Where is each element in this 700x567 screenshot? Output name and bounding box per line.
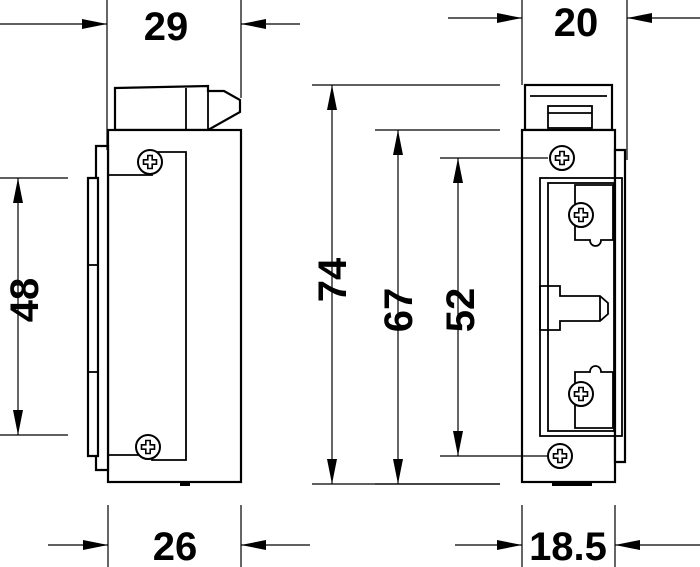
dimension-26: 26 [48, 505, 310, 567]
dim-label-20: 20 [554, 1, 599, 45]
screw-icon [137, 149, 163, 175]
dim-label-26: 26 [153, 525, 198, 567]
side-housing [106, 128, 243, 484]
dimension-29: 29 [0, 0, 300, 150]
front-view [520, 83, 627, 486]
dimension-48: 48 [0, 177, 68, 436]
side-latch-block [113, 84, 242, 132]
dimension-18-5: 18.5 [455, 505, 700, 567]
dimension-52: 52 [439, 157, 548, 457]
dim-label-48: 48 [3, 278, 47, 323]
screw-icon [547, 443, 573, 469]
dimension-20: 20 [448, 0, 700, 160]
dim-label-52: 52 [439, 288, 483, 333]
front-latch-block [523, 83, 614, 132]
side-view [86, 84, 243, 486]
dim-label-67: 67 [377, 288, 421, 333]
dim-label-18-5: 18.5 [529, 525, 607, 567]
dimension-67: 67 [375, 129, 500, 485]
screw-icon [135, 434, 161, 460]
screw-icon [568, 202, 594, 228]
dim-label-29: 29 [144, 5, 189, 49]
screw-icon [549, 145, 575, 171]
dimension-74: 74 [311, 84, 500, 485]
dim-label-74: 74 [311, 257, 355, 302]
screw-icon [568, 381, 594, 407]
